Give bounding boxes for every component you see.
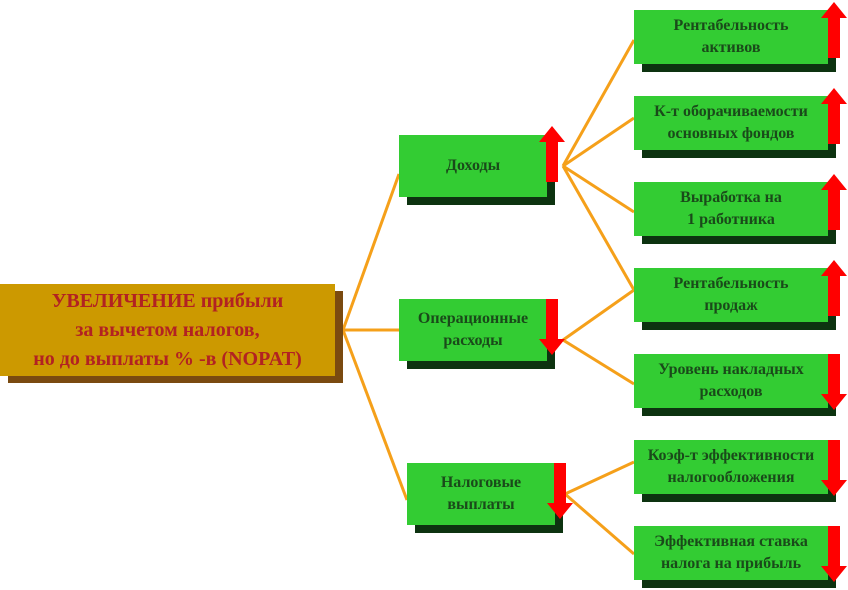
indicator-ros-line2: продаж xyxy=(704,297,758,314)
indicator-taxrate-line1: Эффективная ставка xyxy=(654,533,808,550)
connector-tax-efficiency xyxy=(564,460,635,496)
root-box-nopat: УВЕЛИЧЕНИЕ прибыли за вычетом налогов, н… xyxy=(0,284,335,376)
arrow-up-icon xyxy=(821,2,847,58)
indicator-box-tax-rate: Эффективная ставка налога на прибыль xyxy=(634,526,828,580)
connector-tax-rate xyxy=(564,492,635,556)
connector-opex-overhead xyxy=(562,338,635,386)
factor-tax-label-line2: выплаты xyxy=(447,496,515,513)
connector-income-turnover xyxy=(562,116,635,168)
indicator-overhead-line1: Уровень накладных xyxy=(658,361,804,378)
arrow-down-icon xyxy=(821,354,847,410)
factor-box-opex: Операционные расходы xyxy=(399,299,547,361)
connector-income-output xyxy=(562,164,635,214)
indicator-output-line1: Выработка на xyxy=(680,189,782,206)
factor-tax-label-line1: Налоговые xyxy=(440,474,522,491)
factor-income-label: Доходы xyxy=(445,157,501,174)
indicator-roa-line1: Рентабельность xyxy=(673,17,789,34)
connector-root-income xyxy=(341,173,401,331)
indicator-turnover-line2: основных фондов xyxy=(667,125,795,142)
indicator-taxrate-line2: налога на прибыль xyxy=(660,555,802,572)
connector-opex-ros xyxy=(562,288,635,342)
arrow-up-icon xyxy=(821,174,847,230)
indicator-ros-line1: Рентабельность xyxy=(673,275,789,292)
indicator-overhead-line2: расходов xyxy=(699,383,763,400)
indicator-output-line2: 1 работника xyxy=(687,211,775,228)
arrow-down-icon xyxy=(539,299,565,355)
indicator-box-output-per-worker: Выработка на 1 работника xyxy=(634,182,828,236)
root-label-line2: за вычетом налогов, xyxy=(75,318,260,341)
indicator-turnover-line1: К-т оборачиваемости xyxy=(654,103,808,120)
arrow-up-icon xyxy=(539,126,565,182)
arrow-down-icon xyxy=(821,526,847,582)
indicator-box-overhead: Уровень накладных расходов xyxy=(634,354,828,408)
connector-income-roa xyxy=(561,39,636,167)
connector-income-ros xyxy=(561,165,636,291)
indicator-box-ros: Рентабельность продаж xyxy=(634,268,828,322)
indicator-taxeff-line1: Коэф-т эффективности xyxy=(647,447,815,464)
arrow-down-icon xyxy=(821,440,847,496)
indicator-taxeff-line2: налогообложения xyxy=(667,469,795,486)
factor-opex-label-line1: Операционные xyxy=(417,310,529,327)
arrow-up-icon xyxy=(821,88,847,144)
root-label-line3: но до выплаты % -в (NOPAT) xyxy=(33,347,302,370)
indicator-box-roa: Рентабельность активов xyxy=(634,10,828,64)
factor-opex-label-line2: расходы xyxy=(443,332,503,349)
factor-box-tax: Налоговые выплаты xyxy=(407,463,555,525)
connector-root-tax xyxy=(341,329,409,501)
factor-box-income: Доходы xyxy=(399,135,547,197)
indicator-box-tax-efficiency: Коэф-т эффективности налогообложения xyxy=(634,440,828,494)
indicator-box-asset-turnover: К-т оборачиваемости основных фондов xyxy=(634,96,828,150)
indicator-roa-line2: активов xyxy=(701,39,761,56)
arrow-up-icon xyxy=(821,260,847,316)
root-label-line1: УВЕЛИЧЕНИЕ прибыли xyxy=(51,289,284,312)
arrow-down-icon xyxy=(547,463,573,519)
